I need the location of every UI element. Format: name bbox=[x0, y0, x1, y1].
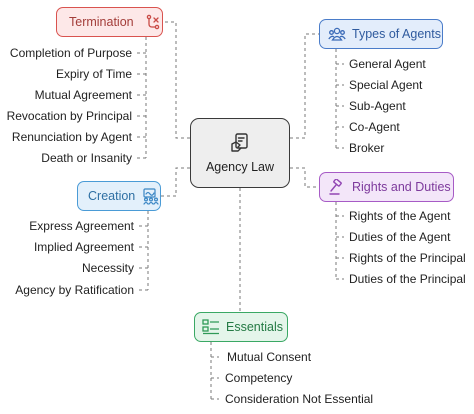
termination-item: Completion of Purpose bbox=[9, 46, 132, 60]
essentials-item: Consideration Not Essential bbox=[225, 392, 374, 406]
document-hand-icon bbox=[229, 132, 251, 154]
rights-item: Duties of the Agent bbox=[349, 230, 451, 244]
rights-item: Duties of the Principal bbox=[349, 272, 466, 286]
types-item: Co-Agent bbox=[349, 120, 400, 134]
route-icon bbox=[144, 13, 162, 31]
rights-item: Rights of the Agent bbox=[349, 209, 451, 223]
types-item: Sub-Agent bbox=[349, 99, 406, 113]
essentials-item: Mutual Consent bbox=[227, 350, 312, 364]
gavel-icon bbox=[328, 178, 346, 196]
termination-item: Mutual Agreement bbox=[34, 88, 132, 102]
creation-item: Agency by Ratification bbox=[15, 283, 134, 297]
essentials-item: Competency bbox=[225, 371, 293, 385]
creation-label: Creation bbox=[88, 189, 136, 203]
types-of-agents-label: Types of Agents bbox=[352, 27, 441, 41]
rights-and-duties-node[interactable]: Rights and Duties bbox=[319, 172, 454, 202]
types-item: Special Agent bbox=[349, 78, 423, 92]
creation-item: Necessity bbox=[81, 261, 134, 275]
rights-item: Rights of the Principal bbox=[349, 251, 466, 265]
creation-node[interactable]: Creation bbox=[77, 181, 161, 211]
termination-item: Renunciation by Agent bbox=[11, 130, 132, 144]
essentials-label: Essentials bbox=[226, 320, 283, 334]
types-item: General Agent bbox=[349, 57, 426, 71]
termination-item: Expiry of Time bbox=[55, 67, 132, 81]
essentials-node[interactable]: Essentials bbox=[194, 312, 288, 342]
center-label: Agency Law bbox=[205, 160, 275, 174]
team-signature-icon bbox=[142, 187, 160, 205]
rights-and-duties-label: Rights and Duties bbox=[352, 180, 451, 194]
creation-item: Express Agreement bbox=[29, 219, 134, 233]
types-item: Broker bbox=[349, 141, 385, 155]
creation-item: Implied Agreement bbox=[33, 240, 134, 254]
termination-item: Death or Insanity bbox=[41, 151, 132, 165]
checklist-icon bbox=[202, 318, 220, 336]
termination-label: Termination bbox=[69, 15, 134, 29]
termination-item: Revocation by Principal bbox=[6, 109, 132, 123]
group-icon bbox=[328, 25, 346, 43]
types-of-agents-node[interactable]: Types of Agents bbox=[319, 19, 443, 49]
termination-node[interactable]: Termination bbox=[56, 7, 163, 37]
center-node[interactable]: Agency Law bbox=[190, 118, 290, 188]
